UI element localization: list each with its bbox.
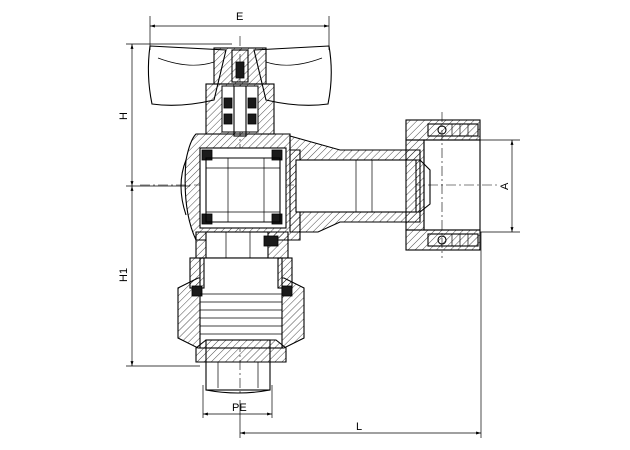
dimension-l: L bbox=[239, 232, 482, 438]
pipe-tail bbox=[205, 339, 271, 394]
dim-label-h: H bbox=[118, 112, 130, 120]
side-outlet-pipe bbox=[289, 135, 431, 233]
dimension-a: A bbox=[480, 139, 520, 233]
dim-label-a: A bbox=[499, 182, 511, 190]
dim-label-pe: PE bbox=[232, 402, 247, 414]
dimension-h1: H1 bbox=[118, 186, 200, 367]
dim-label-l: L bbox=[356, 421, 362, 433]
dimension-h: H bbox=[118, 43, 232, 187]
dim-label-h1: H1 bbox=[118, 268, 130, 282]
dimension-pe: PE bbox=[202, 385, 273, 418]
bonnet bbox=[205, 47, 275, 137]
compression-fitting bbox=[177, 257, 305, 363]
valve-body bbox=[180, 133, 301, 241]
lower-neck bbox=[195, 231, 289, 259]
dim-label-e: E bbox=[236, 11, 243, 23]
outlet-nut bbox=[405, 112, 481, 258]
